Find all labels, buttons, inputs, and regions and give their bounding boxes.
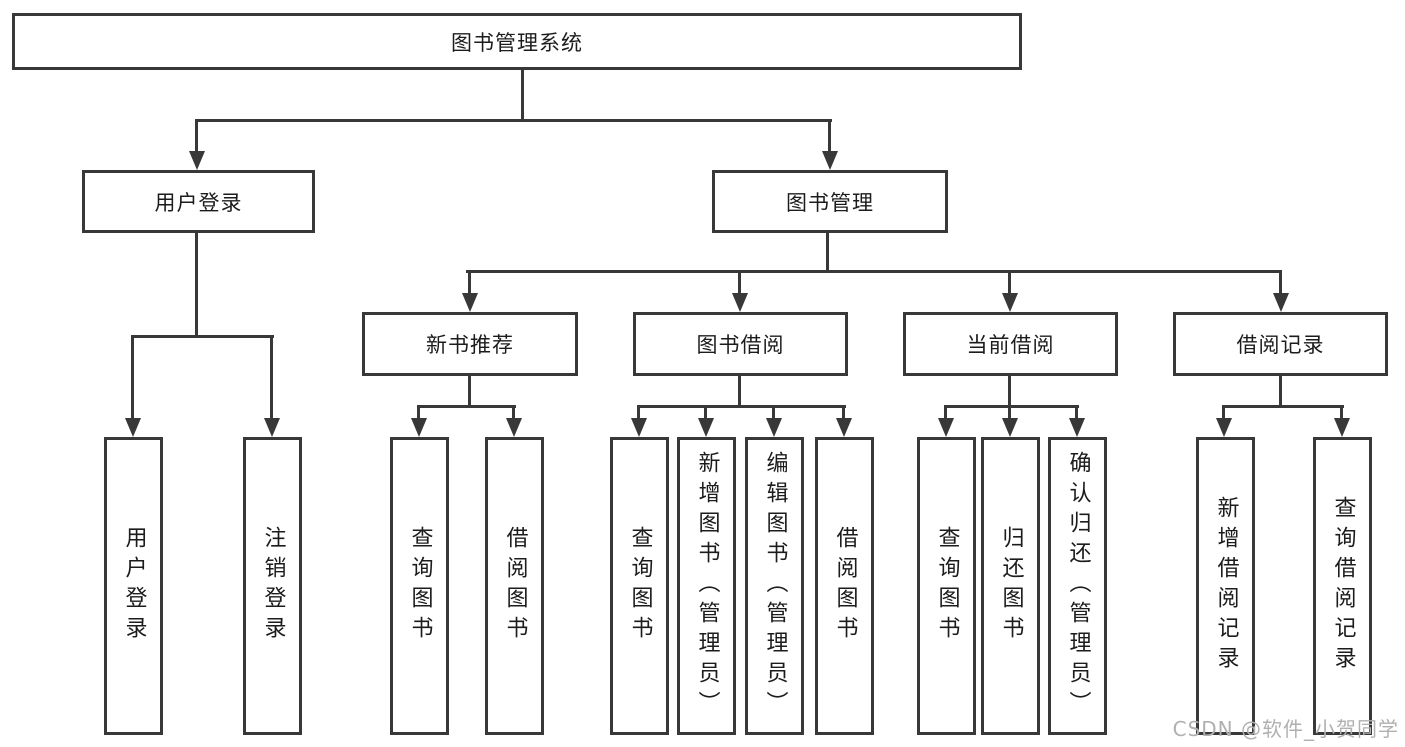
leaf-bb-borrow-books: 借阅图书 <box>815 437 874 735</box>
leaf-cb-confirm-return-label: 确认归还（管理员） <box>1065 451 1091 721</box>
leaf-user-login: 用户登录 <box>104 437 163 735</box>
arrow-down-icon <box>1002 293 1018 312</box>
arrow-down-icon <box>836 418 852 437</box>
arrow-down-icon <box>631 418 647 437</box>
connector-drop <box>417 405 420 420</box>
node-borrowing-records: 借阅记录 <box>1173 312 1388 376</box>
leaf-bb-edit-books: 编辑图书（管理员） <box>745 437 804 735</box>
connector-book-mgmt-stem <box>826 233 829 273</box>
arrow-down-icon <box>822 151 838 170</box>
arrow-down-icon <box>411 418 427 437</box>
connector-cb-branch <box>944 405 1079 408</box>
leaf-nbr-query-books-label: 查询图书 <box>407 526 433 646</box>
connector-user-login-stem <box>195 233 198 337</box>
connector-drop <box>1008 405 1011 420</box>
connector-drop <box>637 405 640 420</box>
connector-root-stem <box>521 70 524 122</box>
leaf-bb-add-books-label: 新增图书（管理员） <box>694 451 720 721</box>
leaf-nbr-borrow-books: 借阅图书 <box>485 437 544 735</box>
connector-drop <box>772 405 775 420</box>
leaf-cb-query-books-label: 查询图书 <box>934 526 960 646</box>
connector-nbr-stem <box>468 376 471 407</box>
node-new-book-recommend-label: 新书推荐 <box>426 333 514 357</box>
connector-l1-branch <box>196 119 832 122</box>
connector-drop <box>842 405 845 420</box>
connector-drop <box>1340 405 1343 420</box>
arrow-down-icon <box>264 418 280 437</box>
node-user-login: 用户登录 <box>82 170 315 233</box>
node-borrowing-records-label: 借阅记录 <box>1236 333 1325 357</box>
node-book-management: 图书管理 <box>712 170 948 233</box>
leaf-cb-return-books: 归还图书 <box>981 437 1040 735</box>
connector-l3-branch <box>466 270 1282 273</box>
leaf-bb-query-books-label: 查询图书 <box>627 526 653 646</box>
leaf-bb-borrow-books-label: 借阅图书 <box>832 526 858 646</box>
arrow-down-icon <box>1216 418 1232 437</box>
node-current-borrowing-label: 当前借阅 <box>966 333 1055 357</box>
connector-drop <box>1222 405 1225 420</box>
connector-drop-book-mgmt <box>828 119 831 153</box>
leaf-br-query-record-label: 查询借阅记录 <box>1330 496 1356 676</box>
arrow-down-icon <box>732 293 748 312</box>
leaf-logout-login: 注销登录 <box>243 437 302 735</box>
node-book-management-label: 图书管理 <box>786 190 874 215</box>
arrow-down-icon <box>189 151 205 170</box>
connector-drop-book-borrow <box>738 270 741 295</box>
node-book-borrowing: 图书借阅 <box>633 312 848 376</box>
connector-cb-stem <box>1008 376 1011 407</box>
connector-bb-branch <box>637 405 846 408</box>
connector-drop-leaf-logout <box>270 335 273 420</box>
arrow-down-icon <box>1273 293 1289 312</box>
leaf-cb-query-books: 查询图书 <box>917 437 976 735</box>
connector-br-stem <box>1279 376 1282 407</box>
connector-drop <box>704 405 707 420</box>
leaf-bb-query-books: 查询图书 <box>610 437 669 735</box>
leaf-bb-add-books: 新增图书（管理员） <box>677 437 736 735</box>
arrow-down-icon <box>506 418 522 437</box>
connector-drop-borrow-records <box>1279 270 1282 295</box>
connector-drop-new-book <box>468 270 471 295</box>
connector-br-branch <box>1222 405 1344 408</box>
leaf-cb-return-books-label: 归还图书 <box>998 526 1024 646</box>
node-book-borrowing-label: 图书借阅 <box>696 333 785 357</box>
connector-drop <box>512 405 515 420</box>
csdn-watermark: CSDN @软件_小贺同学 <box>1172 717 1399 741</box>
node-root-library-system: 图书管理系统 <box>12 13 1022 70</box>
leaf-nbr-borrow-books-label: 借阅图书 <box>502 526 528 646</box>
leaf-br-add-record-label: 新增借阅记录 <box>1213 496 1239 676</box>
connector-drop <box>944 405 947 420</box>
arrow-down-icon <box>462 293 478 312</box>
connector-drop-user-login <box>195 119 198 153</box>
leaf-logout-login-label: 注销登录 <box>260 526 286 646</box>
connector-user-login-branch <box>131 335 274 338</box>
leaf-cb-confirm-return: 确认归还（管理员） <box>1048 437 1107 735</box>
leaf-br-add-record: 新增借阅记录 <box>1196 437 1255 735</box>
connector-nbr-branch <box>417 405 516 408</box>
leaf-br-query-record: 查询借阅记录 <box>1313 437 1372 735</box>
leaf-bb-edit-books-label: 编辑图书（管理员） <box>762 451 788 721</box>
arrow-down-icon <box>766 418 782 437</box>
arrow-down-icon <box>938 418 954 437</box>
arrow-down-icon <box>1002 418 1018 437</box>
leaf-nbr-query-books: 查询图书 <box>390 437 449 735</box>
arrow-down-icon <box>125 418 141 437</box>
leaf-user-login-label: 用户登录 <box>121 526 147 646</box>
arrow-down-icon <box>698 418 714 437</box>
connector-bb-stem <box>738 376 741 407</box>
arrow-down-icon <box>1069 418 1085 437</box>
arrow-down-icon <box>1334 418 1350 437</box>
node-new-book-recommend: 新书推荐 <box>362 312 578 376</box>
node-user-login-label: 用户登录 <box>154 190 243 215</box>
connector-drop-current-borrow <box>1008 270 1011 295</box>
node-current-borrowing: 当前借阅 <box>903 312 1118 376</box>
connector-drop <box>1075 405 1078 420</box>
node-root-label: 图书管理系统 <box>451 30 583 55</box>
connector-drop-leaf-user-login <box>131 335 134 420</box>
